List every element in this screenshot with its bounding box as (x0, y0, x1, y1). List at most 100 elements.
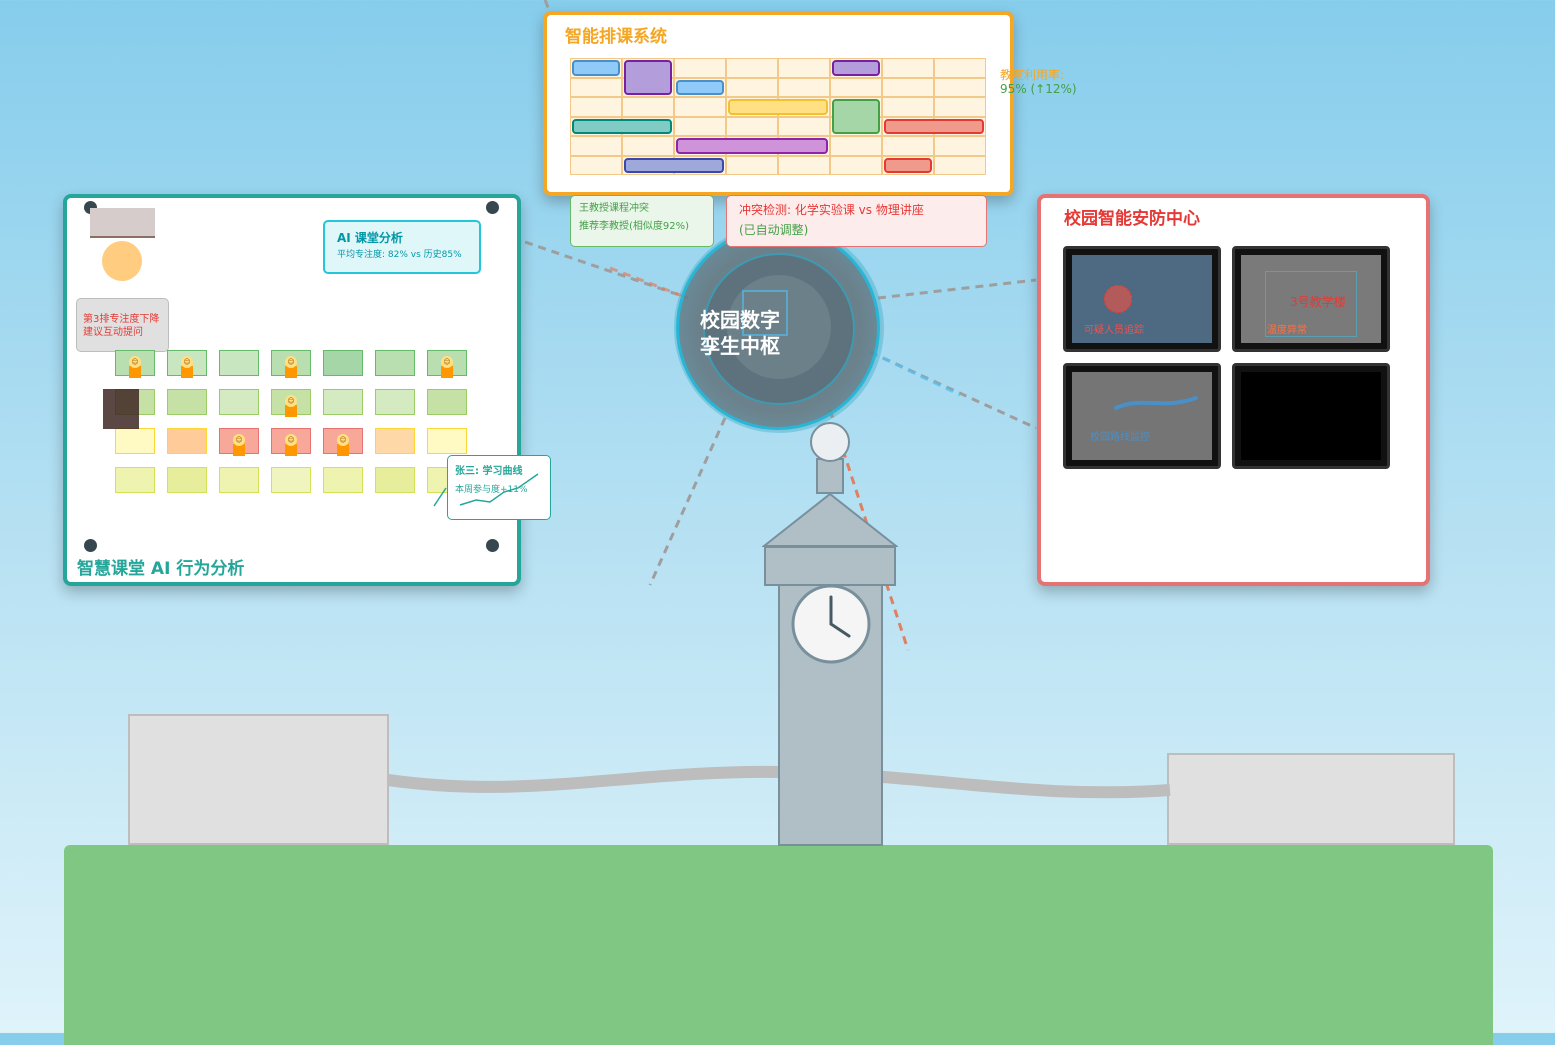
course-block[interactable] (832, 99, 880, 134)
course-block[interactable] (832, 60, 880, 76)
student-seat[interactable] (219, 350, 259, 376)
schedule-cell[interactable] (934, 77, 986, 97)
schedule-grid[interactable] (570, 58, 986, 175)
camera-screen (1241, 255, 1381, 343)
student-figure[interactable]: ☺ (284, 395, 298, 417)
schedule-cell[interactable] (882, 97, 934, 117)
student-seat[interactable] (375, 428, 415, 454)
ai-analysis-card[interactable]: AI 课堂分析 平均专注度: 82% vs 历史85% (323, 220, 481, 274)
schedule-cell[interactable] (778, 58, 830, 78)
student-seat[interactable] (323, 389, 363, 415)
schedule-cell[interactable] (674, 97, 726, 117)
student-figure[interactable]: ☺ (284, 356, 298, 378)
suspect-marker (1104, 285, 1132, 313)
schedule-cell[interactable] (882, 77, 934, 97)
schedule-cell[interactable] (934, 136, 986, 156)
schedule-cell[interactable] (674, 116, 726, 136)
student-body (181, 366, 193, 378)
schedule-cell[interactable] (934, 155, 986, 175)
course-block[interactable] (728, 99, 828, 115)
schedule-cell[interactable] (830, 136, 882, 156)
student-seat[interactable] (271, 467, 311, 493)
course-block[interactable] (884, 157, 932, 173)
course-block[interactable] (676, 79, 724, 95)
student-seat[interactable] (375, 350, 415, 376)
student-seat[interactable] (115, 467, 155, 493)
teacher-avatar (102, 241, 142, 281)
learning-curve-card[interactable]: 张三: 学习曲线 本周参与度+11% (447, 455, 551, 520)
student-seat[interactable] (167, 467, 207, 493)
student-seat[interactable] (427, 389, 467, 415)
hub-label-line1: 校园数字 (700, 308, 780, 332)
utilization-label: 教室利用率: (1000, 68, 1065, 82)
student-figure[interactable]: ☺ (440, 356, 454, 378)
student-figure[interactable]: ☺ (336, 434, 350, 456)
row-alert-2: 建议互动提问 (83, 327, 143, 338)
schedule-cell[interactable] (726, 77, 778, 97)
student-seat[interactable] (375, 389, 415, 415)
camera-feed-3[interactable]: 校园路线监控 (1063, 363, 1221, 469)
schedule-cell[interactable] (726, 116, 778, 136)
student-seat[interactable] (427, 428, 467, 454)
student-seat[interactable] (219, 467, 259, 493)
hub-core (727, 275, 831, 379)
schedule-cell[interactable] (726, 155, 778, 175)
schedule-cell[interactable] (934, 97, 986, 117)
camera-feed-2[interactable]: 3号教学楼 温度异常 (1232, 246, 1390, 352)
board-pin (486, 539, 499, 552)
camera-feed-1[interactable]: 可疑人员追踪 (1063, 246, 1221, 352)
tower-band (764, 546, 896, 586)
schedule-cell[interactable] (570, 97, 622, 117)
left-building (128, 714, 389, 845)
camera-feed-4[interactable] (1232, 363, 1390, 469)
smile-icon: ☺ (181, 356, 193, 368)
schedule-cell[interactable] (882, 58, 934, 78)
course-block[interactable] (572, 60, 620, 76)
course-block[interactable] (884, 118, 984, 134)
course-block[interactable] (624, 60, 672, 95)
camera-3-label: 校园路线监控 (1090, 432, 1150, 443)
conflict-note-1: 王教授课程冲突 (579, 203, 649, 214)
course-block[interactable] (624, 157, 724, 173)
schedule-cell[interactable] (622, 136, 674, 156)
student-body (285, 366, 297, 378)
schedule-cell[interactable] (882, 136, 934, 156)
route-path (1114, 396, 1198, 410)
schedule-cell[interactable] (622, 97, 674, 117)
student-figure[interactable]: ☺ (232, 434, 246, 456)
student-seat[interactable] (323, 467, 363, 493)
board-pin (84, 539, 97, 552)
student-seat[interactable] (219, 389, 259, 415)
student-figure[interactable]: ☺ (180, 356, 194, 378)
course-block[interactable] (676, 138, 828, 154)
schedule-cell[interactable] (830, 155, 882, 175)
schedule-cell[interactable] (570, 136, 622, 156)
schedule-cell[interactable] (570, 77, 622, 97)
ai-analysis-stat: 平均专注度: 82% vs 历史85% (337, 250, 462, 260)
course-block[interactable] (572, 118, 672, 134)
student-figure[interactable]: ☺ (128, 356, 142, 378)
schedule-cell[interactable] (778, 77, 830, 97)
schedule-cell[interactable] (570, 155, 622, 175)
schedule-cell[interactable] (726, 58, 778, 78)
conflict-suggestion-card[interactable]: 王教授课程冲突 推荐李教授(相似度92%) (570, 195, 714, 247)
schedule-cell[interactable] (778, 116, 830, 136)
schedule-cell[interactable] (674, 58, 726, 78)
conflict-alert-card[interactable]: 冲突检测: 化学实验课 vs 物理讲座 (已自动调整) (726, 195, 987, 247)
board-pin (486, 201, 499, 214)
utilization-value: 95% (↑12%) (1000, 82, 1077, 96)
student-seat[interactable] (323, 350, 363, 376)
classroom-title: 智慧课堂 AI 行为分析 (77, 559, 245, 579)
smile-icon: ☺ (129, 356, 141, 368)
right-building (1167, 753, 1455, 845)
schedule-cell[interactable] (830, 77, 882, 97)
student-figure[interactable]: ☺ (284, 434, 298, 456)
student-seat[interactable] (375, 467, 415, 493)
absent-seat-marker (103, 389, 139, 429)
student-seat[interactable] (167, 428, 207, 454)
student-seat[interactable] (115, 428, 155, 454)
schedule-cell[interactable] (934, 58, 986, 78)
student-seat[interactable] (167, 389, 207, 415)
row-alert-card[interactable]: 第3排专注度下降 建议互动提问 (76, 298, 169, 352)
schedule-cell[interactable] (778, 155, 830, 175)
